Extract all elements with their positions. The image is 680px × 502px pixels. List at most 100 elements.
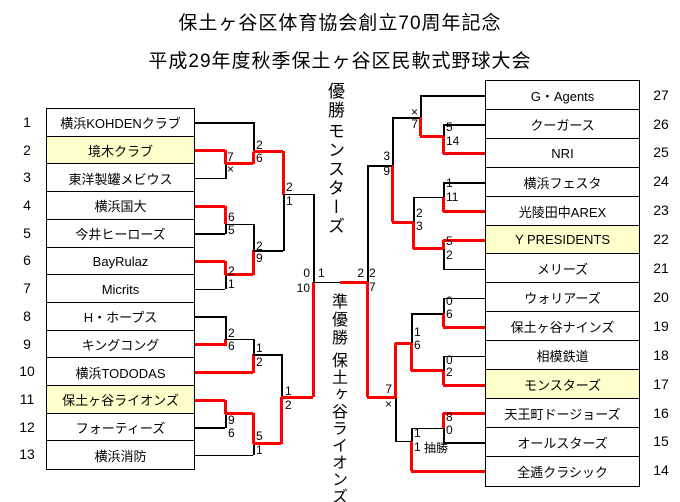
bracket-line-winner	[411, 469, 485, 473]
bracket-line-winner	[281, 395, 313, 399]
bracket-line	[253, 223, 255, 251]
bracket-line	[225, 316, 227, 339]
seed-number: 26	[653, 115, 669, 132]
team-box: 保土ヶ谷ライオンズ	[46, 385, 195, 415]
score: 0	[446, 294, 453, 308]
page-subtitle: 平成29年度秋季保土ヶ谷区民軟式野球大会	[148, 51, 532, 72]
bracket-line-winner	[410, 440, 414, 471]
team-box: 横浜TODODAS	[46, 357, 195, 387]
team-box: 相模鉄道	[485, 340, 640, 371]
score: 1	[414, 440, 421, 454]
bracket-line	[195, 122, 253, 124]
team-box: Y PRESIDENTS	[485, 224, 640, 256]
bracket-line	[420, 95, 422, 118]
team-box: Micrits	[46, 274, 195, 304]
bracket-line	[225, 413, 227, 428]
bracket-line-winner	[391, 165, 395, 222]
score: 7	[385, 382, 392, 396]
score: 3	[383, 149, 390, 163]
seed-number: 9	[23, 335, 31, 352]
bracket-line-winner	[252, 250, 256, 275]
score: 1	[414, 426, 421, 440]
seed-number: 27	[653, 86, 669, 103]
bracket-line	[253, 122, 255, 152]
score: 0	[446, 353, 453, 367]
bracket-line	[443, 355, 485, 358]
bracket-line	[411, 313, 413, 344]
seed-number: 3	[23, 169, 31, 185]
bracket-line-winner	[252, 151, 256, 164]
seed-number: 14	[653, 462, 669, 478]
bracket-line	[253, 338, 255, 355]
bracket-line-winner	[224, 205, 228, 224]
score: 6	[228, 426, 235, 440]
team-box: 光陵田中AREX	[485, 195, 640, 227]
score: 2	[256, 138, 263, 152]
bracket-line-winner	[280, 397, 284, 444]
bracket-line-winner	[195, 370, 253, 374]
bracket-line	[195, 454, 253, 457]
bracket-line	[313, 193, 315, 283]
team-box: H・ホープス	[46, 301, 195, 332]
runner-up-name: 保土ヶ谷ライオンズ	[329, 352, 346, 502]
bracket-line	[283, 194, 285, 251]
bracket-line	[283, 193, 313, 196]
bracket-line	[443, 297, 445, 314]
seed-number: 19	[653, 317, 669, 334]
score: 9	[228, 413, 235, 427]
bracket-line-winner	[282, 151, 286, 195]
bracket-line	[367, 165, 392, 167]
score: 2	[256, 355, 263, 369]
seed-number: 7	[23, 280, 31, 296]
bracket-line	[420, 95, 485, 97]
bracket-line	[443, 355, 445, 371]
bracket-line-winner	[253, 441, 281, 445]
team-box: 横浜KOHDENクラブ	[46, 108, 195, 138]
seed-number: 21	[653, 260, 669, 276]
score: 8	[446, 410, 453, 424]
page-title: 保土ヶ谷区体育協会創立70周年記念	[178, 13, 502, 34]
seed-number: 16	[653, 404, 669, 421]
seed-number: 25	[653, 144, 669, 160]
score: 7	[227, 150, 234, 164]
score: 9	[256, 251, 263, 265]
bracket-line	[225, 274, 227, 289]
bracket-line-winner	[225, 273, 253, 277]
team-box: 横浜消防	[46, 440, 195, 471]
bracket-line	[443, 268, 485, 271]
bracket-line	[195, 288, 225, 291]
score: 1	[446, 176, 453, 190]
score: 1	[256, 341, 263, 355]
bracket-line-winner	[225, 161, 253, 165]
bracket-line	[443, 124, 445, 137]
bracket-line-winner	[224, 261, 228, 275]
score: 9	[383, 164, 390, 178]
seed-number: 20	[653, 289, 669, 305]
score: 1	[285, 384, 292, 398]
bracket-line	[443, 182, 445, 197]
bracket-line	[443, 297, 485, 300]
score: 5	[228, 223, 235, 237]
team-box: 天王町ドージョーズ	[485, 397, 640, 429]
team-box: オールスターズ	[485, 426, 640, 458]
score: ×	[227, 162, 235, 176]
score: ×	[384, 397, 392, 411]
score: 2	[416, 206, 423, 220]
bracket-line-winner	[367, 395, 395, 399]
score: 6	[228, 339, 235, 353]
seed-number: 6	[23, 252, 31, 268]
score: 1	[228, 277, 235, 291]
team-box: ウォリアーズ	[485, 282, 640, 314]
bracket-line	[225, 163, 227, 179]
score: 0	[446, 423, 453, 437]
score-final-left: 1	[318, 266, 325, 280]
seed-number: 23	[653, 202, 669, 218]
score: 1	[256, 443, 263, 457]
bracket-line	[253, 443, 255, 455]
bracket-line	[413, 196, 415, 223]
seed-number: 8	[23, 308, 31, 324]
score: 7	[369, 280, 376, 294]
bracket-line	[392, 117, 420, 119]
bracket-line-winner	[413, 247, 443, 251]
